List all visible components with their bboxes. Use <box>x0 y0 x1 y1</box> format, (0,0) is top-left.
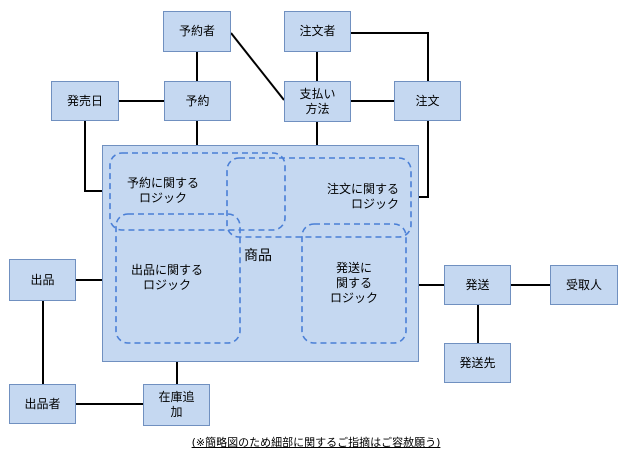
node-zaiko: 在庫追 加 <box>143 384 210 426</box>
logic-region-chumon <box>226 157 412 238</box>
node-shiharai: 支払い 方法 <box>284 81 351 122</box>
logic-label-chumon: 注文に関する ロジック <box>326 182 399 211</box>
footnote: (※簡略図のため細部に関するご指摘はご容赦願う) <box>191 436 441 449</box>
node-shuppinsha: 出品者 <box>9 384 76 424</box>
node-yoyaku: 予約 <box>164 81 231 121</box>
node-chumonsha: 注文者 <box>284 11 351 52</box>
logic-region-hasso <box>301 223 407 344</box>
logic-label-shuppin: 出品に関する ロジック <box>130 263 203 292</box>
logic-label-yoyaku: 予約に関する ロジック <box>126 176 199 205</box>
node-chumon: 注文 <box>394 81 461 121</box>
node-shuppin: 出品 <box>9 259 76 301</box>
edge-chumonsha-chumon <box>351 32 429 81</box>
node-uketorinin: 受取人 <box>550 265 618 305</box>
node-hatsubaibi: 発売日 <box>51 81 119 121</box>
logic-label-hasso: 発送に 関する ロジック <box>329 261 378 305</box>
node-hasso: 発送 <box>444 265 511 305</box>
node-hassosaki: 発送先 <box>444 343 511 383</box>
node-yoyakusha: 予約者 <box>163 11 231 52</box>
logic-region-shuppin <box>115 213 241 344</box>
product-area-label: 商品 <box>244 248 272 264</box>
product-area <box>102 145 419 362</box>
logic-region-yoyaku <box>109 152 286 231</box>
edge-hatsubaibi-logic <box>84 121 110 192</box>
edge-yoyakusha-shiharai <box>230 32 285 101</box>
